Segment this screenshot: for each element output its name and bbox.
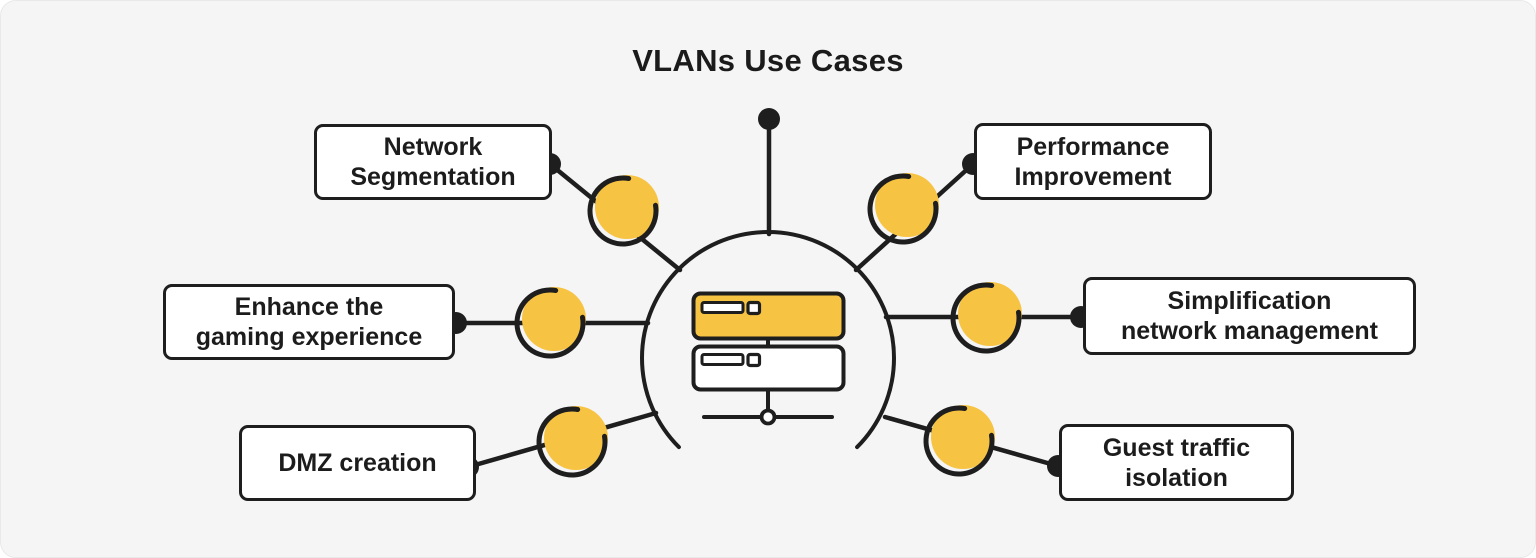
node-circle-network-segmentation	[595, 175, 659, 239]
switch-unit-bottom	[691, 344, 846, 392]
node-arc-network-segmentation	[587, 175, 659, 247]
node-circle-enhance-gaming	[522, 287, 586, 351]
use-case-label-line: Enhance the	[234, 293, 384, 321]
use-case-box-network-segmentation: Network Segmentation	[314, 124, 552, 200]
use-case-label-line: gaming experience	[195, 323, 423, 351]
use-case-label-line: Network	[383, 133, 483, 161]
node-arc-dmz-creation	[536, 406, 608, 478]
network-node-circle	[759, 408, 777, 426]
use-case-label-line: network management	[1120, 317, 1378, 345]
anchor-dot-top	[758, 108, 780, 130]
switch-bottom-port	[746, 352, 762, 368]
switch-unit-top	[691, 291, 846, 341]
node-circle-dmz-creation	[544, 406, 608, 470]
node-circle-fills	[522, 173, 1022, 470]
node-arc-performance-improvement	[867, 173, 939, 245]
node-arc-enhance-gaming	[514, 287, 586, 359]
node-circle-arcs	[514, 173, 1022, 478]
use-case-label-line: Performance	[1016, 132, 1170, 161]
use-case-label-line: DMZ creation	[278, 449, 437, 477]
use-case-label-line: Segmentation	[350, 163, 516, 191]
node-circle-guest-traffic	[931, 405, 995, 469]
node-arc-simplification	[950, 282, 1022, 354]
node-circle-simplification	[958, 282, 1022, 346]
vlan-switch-icon	[691, 291, 846, 426]
use-case-label-line: isolation	[1125, 463, 1228, 492]
use-case-label-line: Guest traffic	[1102, 433, 1251, 462]
central-circle	[640, 230, 896, 450]
switch-top-led-bar	[700, 301, 745, 314]
use-case-box-simplification-network-management: Simplification network management	[1083, 277, 1416, 355]
diagram-title: VLANs Use Cases	[632, 43, 904, 78]
node-circle-performance-improvement	[875, 173, 939, 237]
use-case-box-performance-improvement: Performance Improvement	[974, 123, 1212, 200]
node-arc-guest-traffic	[923, 405, 995, 477]
use-case-label-line: Simplification	[1167, 287, 1332, 315]
switch-top-port	[746, 300, 762, 316]
use-case-label-line: Improvement	[1014, 162, 1172, 191]
use-case-box-enhance-gaming-experience: Enhance the gaming experience	[163, 284, 455, 360]
switch-bottom-led-bar	[700, 353, 745, 366]
use-case-box-dmz-creation: DMZ creation	[239, 425, 476, 501]
use-case-box-guest-traffic-isolation: Guest traffic isolation	[1059, 424, 1294, 501]
